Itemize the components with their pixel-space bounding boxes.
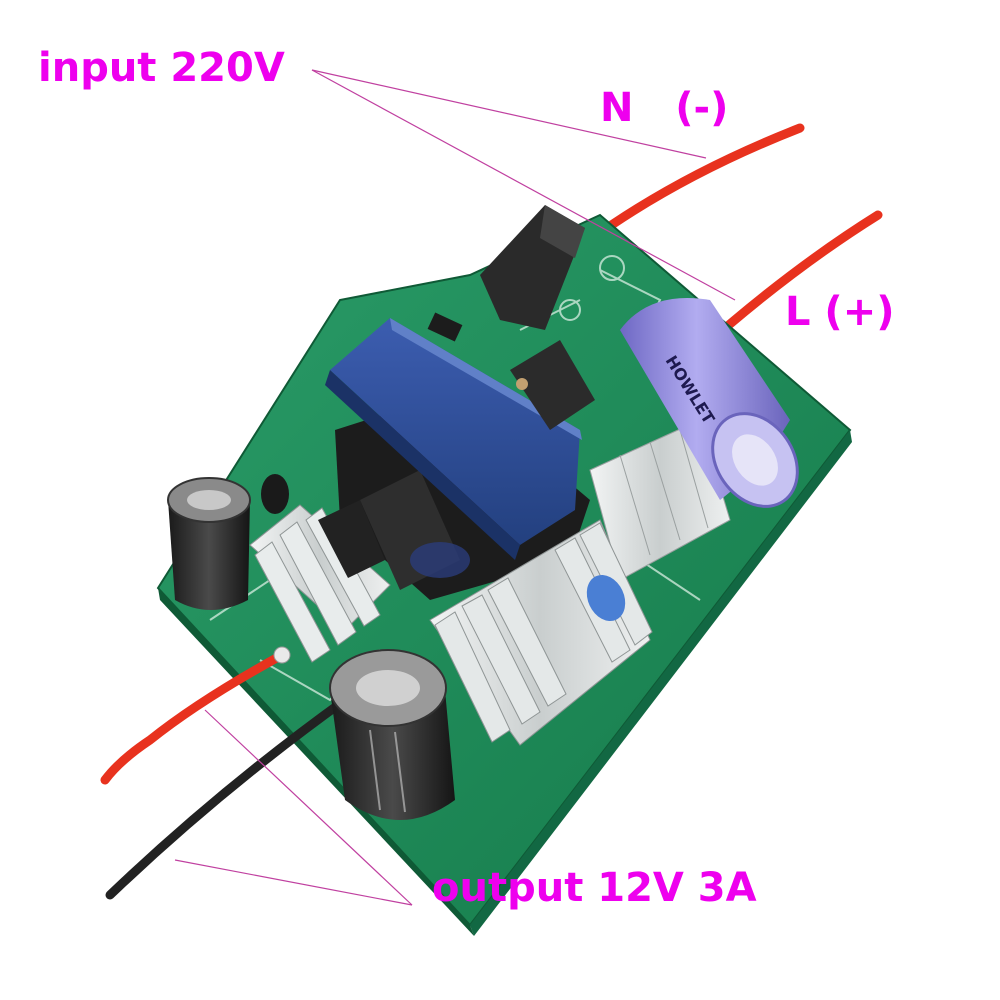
pointer-lines <box>174 69 736 906</box>
output-wire-red <box>100 650 287 785</box>
output-voltage-label: output 12V 3A <box>432 865 757 911</box>
input-capacitor: HOWLET <box>620 298 799 508</box>
input-wire-n <box>585 123 805 245</box>
main-heatsink <box>429 519 653 746</box>
left-heatsink <box>249 500 391 663</box>
input-voltage-label: input 220V <box>38 45 285 91</box>
neutral-wire-label: N (-) <box>600 85 729 131</box>
blue-capacitor <box>586 574 626 622</box>
left-capacitor <box>167 477 251 610</box>
output-wire-black <box>105 695 350 900</box>
output-capacitor <box>329 649 455 820</box>
transformer-bobbin <box>325 312 582 560</box>
live-wire-label: L (+) <box>785 289 895 335</box>
